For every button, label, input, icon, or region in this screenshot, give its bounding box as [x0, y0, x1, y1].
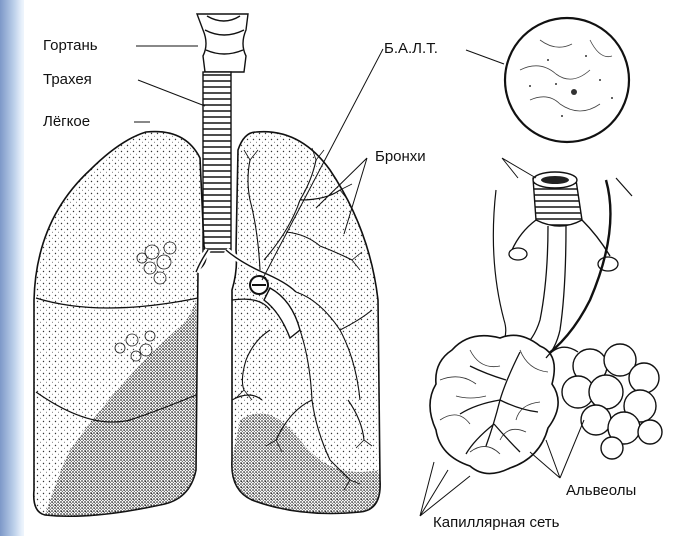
trachea-shape [203, 72, 231, 252]
balt-label: Б.А.Л.Т. [384, 40, 438, 58]
larynx-label: Гортань [43, 37, 98, 55]
trachea-label: Трахея [43, 71, 92, 89]
capillary-network-label: Капиллярная сеть [433, 514, 560, 532]
balt-marker [250, 276, 268, 294]
left-lung-shape [34, 132, 206, 517]
larynx-shape [197, 14, 248, 72]
alveoli-label: Альвеолы [566, 482, 636, 500]
lung-label: Лёгкое [43, 113, 90, 131]
alveoli-cluster [420, 172, 662, 516]
bronchi-label: Бронхи [375, 148, 426, 166]
balt-magnified-view [505, 18, 629, 142]
